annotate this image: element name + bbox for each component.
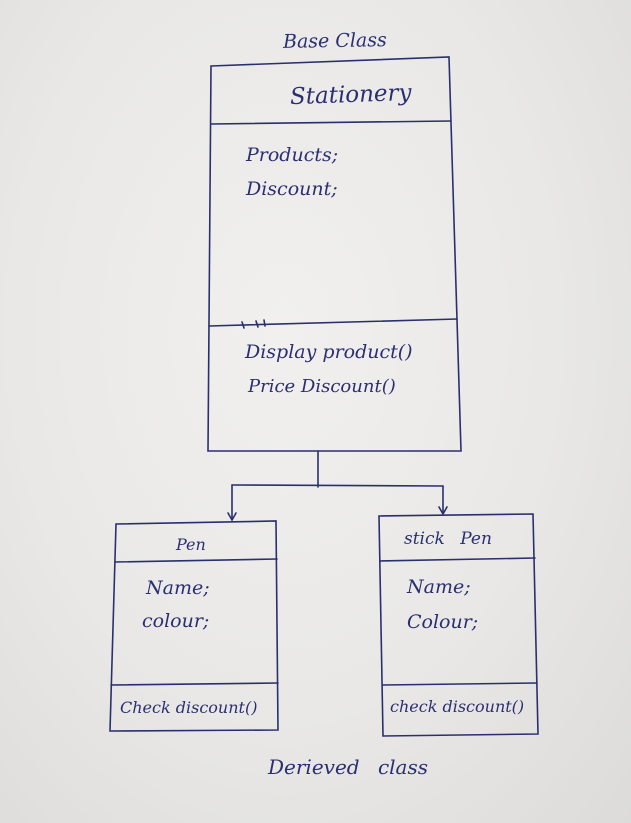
stick-pen-method-check-discount: check discount() bbox=[390, 697, 525, 716]
pen-class-name-divider bbox=[114, 558, 278, 563]
pen-class-method-divider bbox=[110, 682, 279, 686]
stick-pen-attribute-name: Name; bbox=[407, 576, 471, 598]
stick-pen-class-name: stick Pen bbox=[404, 529, 492, 549]
right-arrowhead bbox=[438, 506, 448, 516]
base-method-price-discount: Price Discount() bbox=[248, 376, 396, 397]
derived-class-label: Derieved class bbox=[268, 755, 429, 779]
pen-attribute-colour: colour; bbox=[142, 610, 210, 632]
base-class-label: Base Class bbox=[282, 29, 387, 53]
base-class-border bbox=[207, 56, 462, 452]
base-attribute-products: Products; bbox=[246, 144, 339, 166]
pen-attribute-name: Name; bbox=[146, 577, 210, 599]
left-arrowhead bbox=[227, 512, 237, 522]
stick-pen-class-method-divider bbox=[382, 682, 538, 686]
base-attribute-discount: Discount; bbox=[246, 178, 338, 200]
inheritance-connectors bbox=[227, 450, 448, 522]
pen-class-box bbox=[109, 520, 279, 732]
pen-class-border bbox=[109, 520, 279, 732]
branch-line bbox=[231, 484, 444, 487]
stick-pen-attribute-colour: Colour; bbox=[407, 611, 479, 633]
base-class-method-divider bbox=[208, 318, 458, 327]
base-class-box bbox=[207, 56, 462, 452]
stick-pen-class-box bbox=[378, 513, 539, 737]
divider-tick-marks bbox=[241, 319, 266, 329]
base-method-display-product: Display product() bbox=[245, 341, 413, 363]
pen-method-check-discount: Check discount() bbox=[120, 698, 258, 717]
base-class-name: Stationery bbox=[289, 79, 412, 111]
base-class-name-divider bbox=[210, 120, 452, 125]
stick-pen-class-border bbox=[378, 513, 539, 737]
stick-pen-class-name-divider bbox=[379, 557, 536, 562]
pen-class-name: Pen bbox=[176, 535, 206, 554]
